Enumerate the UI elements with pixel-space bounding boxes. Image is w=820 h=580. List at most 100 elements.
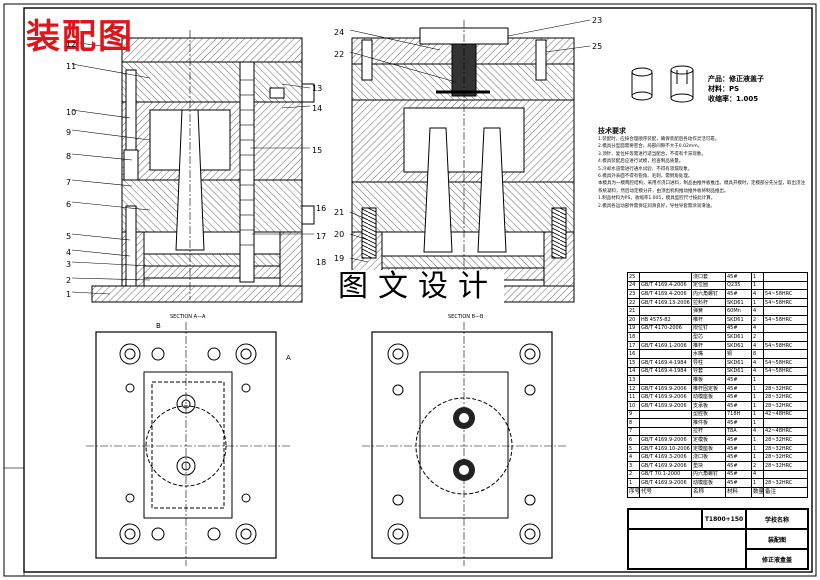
bom-cell: 45#	[725, 443, 752, 454]
bom-cell: GB/T 4169.9-2006	[639, 461, 692, 471]
bom-cell: 1	[751, 383, 764, 394]
bom-header-cell: 代号	[639, 486, 692, 498]
callout-left-10: 2	[66, 276, 72, 285]
bom-cell: 11	[627, 392, 640, 402]
callout-left-2: 10	[66, 108, 77, 117]
bom-cell: 1	[751, 418, 764, 428]
bom-cell: 22	[627, 297, 640, 308]
section-bb-label: SECTION B—B	[448, 314, 484, 320]
bom-cell: 4	[627, 452, 640, 463]
note-item: 3.顶针、复位杆等需进行适当配合，不得有卡滞现象。	[598, 151, 706, 157]
section-bb-view	[349, 19, 591, 303]
school-cell: 学校名称	[746, 509, 808, 529]
bom-cell: 28~32HRC	[763, 435, 808, 445]
bom-cell: GB/T 4169.9-2006	[639, 400, 692, 411]
callout-left-0: 12	[66, 40, 77, 49]
bom-cell	[763, 306, 808, 316]
callout-left-8: 4	[66, 248, 72, 257]
bom-cell: 4	[751, 306, 764, 316]
bom-cell: 19	[627, 323, 640, 334]
bom-cell: 42~48HRC	[763, 426, 808, 437]
bom-cell: 45#	[725, 452, 752, 463]
bom-cell: 1	[751, 272, 764, 282]
bom-cell	[639, 409, 692, 420]
callout-left-3: 9	[66, 128, 72, 137]
bom-cell: 12	[627, 383, 640, 394]
title-block: T1800+150 学校名称 装配图 修正液盒盖	[627, 508, 809, 570]
bom-cell: GB/T 4169.9-2006	[639, 392, 692, 402]
bom-cell: 42~48HRC	[763, 409, 808, 420]
bom-cell: 4	[751, 469, 764, 480]
bom-cell: 4	[751, 366, 764, 377]
bom-cell: 导套	[691, 366, 726, 377]
bom-cell: 动模座板	[691, 478, 726, 488]
bom-cell: 浇口板	[691, 452, 726, 463]
bom-cell: 45#	[725, 383, 752, 394]
bom-header-cell: 序号	[627, 486, 640, 498]
bom-cell: 23	[627, 289, 640, 299]
bom-cell: 推板	[691, 375, 726, 385]
note-item: 5.冷却水道需进行通水试验，不得有渗漏现象。	[598, 166, 693, 172]
bom-cell	[639, 306, 692, 316]
technical-notes: 技术要求 1.装配时，应按合理顺序装配，确保装配后各动作灵活可靠。2.模具分型面…	[598, 126, 806, 210]
note-item: 2.模具分型面需要密合，局部间隙不大于0.02mm。	[598, 144, 703, 150]
bom-cell: 28~32HRC	[763, 452, 808, 463]
bom-cell: 推杆	[691, 340, 726, 351]
bom-cell: 14	[627, 366, 640, 377]
outer-border	[3, 3, 817, 577]
bom-cell: GB/T 4169.4-1984	[639, 357, 692, 368]
bom-cell	[763, 332, 808, 342]
bom-cell: 拉杆	[691, 426, 726, 437]
watermark-text: 图文设计	[332, 270, 504, 304]
bom-cell: 1	[751, 435, 764, 445]
bom-cell: GB/T 4169.9-2006	[639, 383, 692, 394]
bom-cell: 45#	[725, 375, 752, 385]
bom-cell: 4	[751, 357, 764, 368]
callout-right-5: 23	[592, 16, 603, 25]
bom-cell: 45#	[725, 478, 752, 488]
callout-left-5: 7	[66, 178, 72, 187]
bom-cell: 2	[627, 469, 640, 480]
bom-cell	[639, 426, 692, 437]
callout-left-11: 1	[66, 290, 72, 299]
callout-left-7: 5	[66, 232, 72, 241]
product-sketch	[631, 65, 694, 103]
callout-right-4: 19	[334, 254, 345, 263]
note-item: 2.模具各运动部件需保证润滑良好，导柱导套需涂润滑油。	[598, 203, 715, 209]
bom-cell: GB/T 4169.4-2006	[639, 289, 692, 299]
bom-cell: 45#	[725, 289, 752, 299]
bom-cell: 45#	[725, 400, 752, 411]
bom-cell: SKD61	[725, 314, 752, 325]
note-item: 1.制品材料为PS，收缩率1.005，模具型腔尺寸按此计算。	[598, 196, 716, 202]
bom-cell: 浇口套	[691, 272, 726, 282]
bom-cell: SKD61	[725, 366, 752, 377]
bom-cell: 1	[751, 409, 764, 420]
callout-left-9: 3	[66, 260, 72, 269]
bom-cell: 54~58HRC	[763, 314, 808, 325]
bom-cell: 推杆固定板	[691, 383, 726, 394]
product-label: 产品：修正液盖子	[708, 75, 764, 83]
callout-right-6: 25	[592, 42, 603, 51]
view-marker-b: B	[156, 322, 161, 330]
bom-cell: 13	[627, 375, 640, 385]
bom-cell: 内六角螺钉	[691, 469, 726, 480]
bom-cell: 45#	[725, 469, 752, 480]
bom-cell	[639, 418, 692, 428]
note-item: 本模具为一模两腔结构，采用点浇口进料，制品由推件板推出。模具开模时，定模部分先分…	[598, 181, 805, 194]
drawing-name-cell: 装配图	[746, 529, 808, 549]
bom-cell: 导柱	[691, 357, 726, 368]
bom-cell	[763, 375, 808, 385]
bom-cell: 4	[751, 426, 764, 437]
bom-cell: 弹簧	[691, 306, 726, 316]
